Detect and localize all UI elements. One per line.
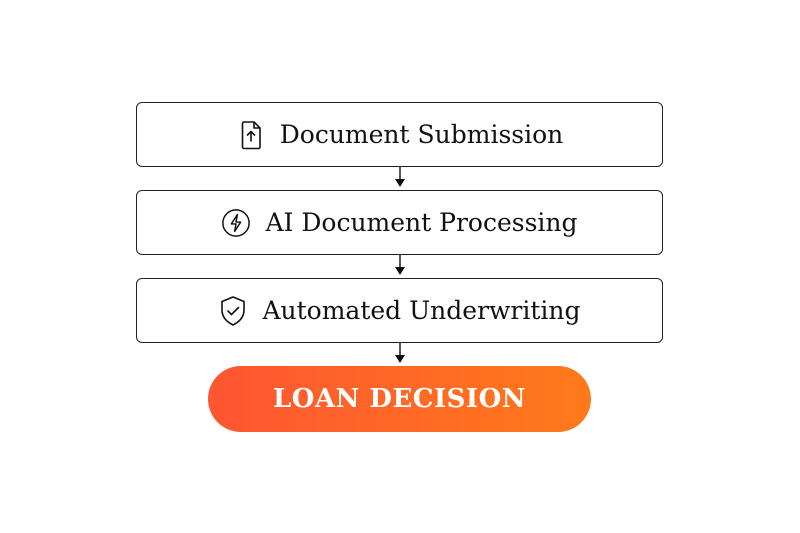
arrow-down-icon (395, 343, 405, 363)
document-upload-icon (236, 120, 266, 150)
loan-decision-pill: LOAN DECISION (208, 366, 591, 432)
step-automated-underwriting: Automated Underwriting (136, 278, 663, 343)
step-label: Automated Underwriting (262, 296, 581, 325)
shield-check-icon (218, 295, 248, 326)
decision-label: LOAN DECISION (273, 384, 526, 414)
arrow-down-icon (395, 167, 405, 187)
step-document-submission: Document Submission (136, 102, 663, 167)
step-label: AI Document Processing (265, 208, 578, 237)
step-ai-document-processing: AI Document Processing (136, 190, 663, 255)
arrow-down-icon (395, 255, 405, 275)
lightning-icon (221, 208, 251, 238)
step-label: Document Submission (279, 120, 564, 149)
